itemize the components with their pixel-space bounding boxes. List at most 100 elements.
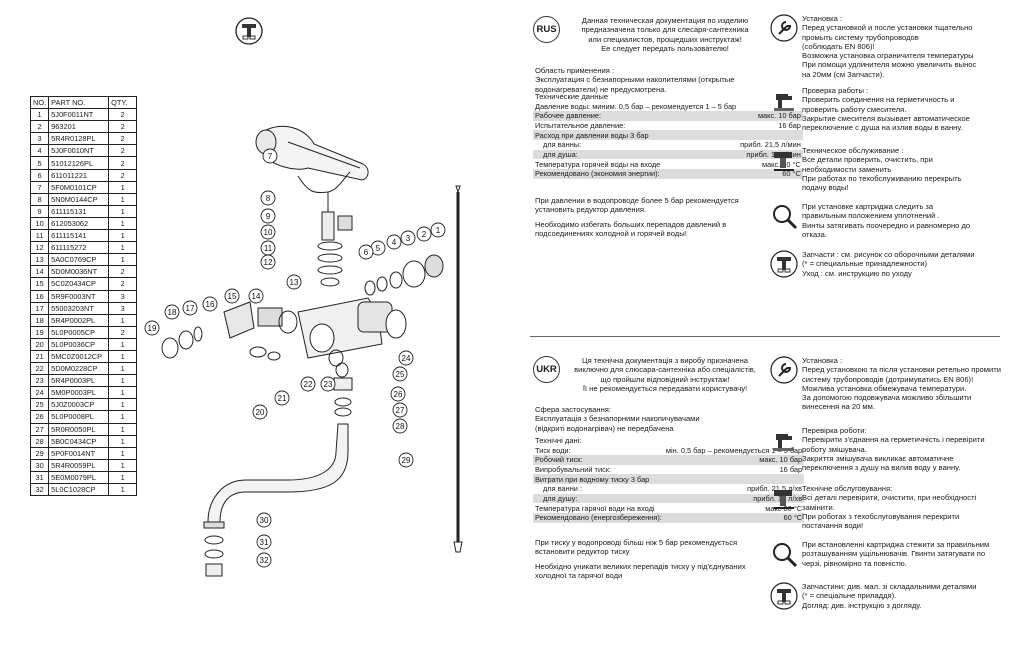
faucet-icon — [774, 434, 794, 451]
callout-number: 6 — [364, 248, 369, 257]
part-quantity: 1 — [108, 398, 138, 412]
part-code: 55003203NT — [48, 301, 110, 315]
callout-number: 5 — [376, 244, 381, 253]
part-quantity: 1 — [108, 216, 138, 231]
callout-number: 8 — [266, 194, 271, 203]
magnifier-icon — [773, 543, 798, 568]
col-qty: QTY. — [108, 95, 138, 110]
callout-31: 31 — [256, 534, 272, 550]
callout-7: 7 — [262, 148, 278, 164]
callout-number: 20 — [256, 408, 265, 417]
part-quantity: 2 — [108, 144, 138, 158]
part-code: 611115141 — [48, 229, 110, 243]
part-code: 5D0M0036NT — [48, 265, 110, 279]
rus-tech-table: Давление воды: миним. 0,5 бар – рекоменд… — [533, 101, 803, 179]
callout-28: 28 — [392, 418, 408, 434]
part-quantity: 1 — [108, 410, 138, 424]
part-number-index: 19 — [29, 325, 50, 339]
part-code: 611011221 — [48, 168, 110, 182]
magnifier-icon — [773, 205, 798, 230]
part-code: 5R4P0002PL — [48, 313, 110, 327]
parts-table-header: NO. PART NO. QTY. — [29, 95, 138, 110]
callout-number: 25 — [396, 370, 405, 379]
callout-11: 11 — [260, 240, 276, 256]
tech-label: Випробувальний тиск: — [535, 464, 612, 474]
part-quantity: 2 — [108, 132, 138, 146]
callout-9: 9 — [260, 208, 276, 224]
tech-label: Робочий тиск: — [533, 454, 664, 465]
tech-value: макс. 10 бар — [738, 110, 803, 121]
callout-number: 14 — [252, 292, 261, 301]
section-line: Закрытие смесителя вызывает автоматическ… — [802, 113, 970, 123]
part-number-index: 31 — [29, 470, 50, 485]
part-code: 5C0Z0434CP — [48, 277, 110, 291]
callout-14: 14 — [248, 288, 264, 304]
section-text: Проверка работы :Проверить соединения на… — [802, 86, 1014, 132]
section-title: Технічне обслуговування: — [802, 484, 893, 493]
tech-row: для ванни :прибл. 21,5 л/хв — [533, 484, 804, 494]
part-code: 51012126PL — [48, 156, 110, 170]
part-code: 5A0C0769CP — [48, 253, 110, 267]
callout-number: 21 — [278, 394, 287, 403]
part-code: 5L0P0008PL — [48, 410, 110, 424]
part-quantity: 1 — [108, 204, 138, 218]
tech-label: для ванни : — [543, 484, 583, 494]
callout-number: 31 — [260, 538, 269, 547]
callout-number: 2 — [422, 230, 427, 239]
callout-number: 16 — [206, 300, 215, 309]
part-number-index: 22 — [29, 362, 50, 376]
callout-29: 29 — [398, 452, 414, 468]
part-quantity: 1 — [108, 362, 138, 376]
callout-32: 32 — [256, 552, 272, 568]
callout-21: 21 — [274, 390, 290, 406]
part-code: 5E0M0079PL — [48, 470, 110, 485]
callout-number: 22 — [304, 380, 313, 389]
tech-row: Випробувальний тиск: 16 бар — [533, 465, 804, 475]
part-quantity: 1 — [108, 458, 138, 472]
part-number-index: 7 — [29, 180, 50, 194]
callout-number: 23 — [324, 380, 333, 389]
callout-16: 16 — [202, 296, 218, 312]
part-code: 5R9F0003NT — [48, 289, 110, 303]
tech-value: 16 бар — [779, 464, 803, 474]
tech-label: для ванны: — [543, 140, 582, 150]
wrench-icon — [770, 14, 798, 42]
tech-label: Рекомендовано (енергозбереження): — [533, 513, 664, 523]
part-code: 5R0R0050PL — [48, 422, 110, 436]
callout-26: 26 — [390, 386, 406, 402]
tech-label: Рабочее давление: — [533, 110, 739, 121]
section-title: Проверка работы : — [802, 86, 869, 95]
section-line: (* = спеціальне приладдя). — [802, 591, 897, 601]
part-number-index: 2 — [29, 120, 50, 134]
part-quantity: 2 — [108, 108, 138, 122]
section-line: (соблюдать EN 806)! — [802, 41, 875, 51]
part-number-index: 25 — [29, 398, 50, 412]
maintenance-icon — [774, 152, 794, 171]
callout-1: 1 — [430, 222, 446, 238]
section-text: Установка :Перед установкой и после уста… — [802, 14, 1014, 79]
ukr-tech-table: Тиск води:мін. 0,5 бар – рекомендується … — [533, 445, 805, 523]
tech-row: для душу:прибл. 18 л/хв — [533, 493, 805, 504]
section-line: Перед установкою та після установки рете… — [802, 365, 1001, 375]
section-title: Установка : — [802, 14, 843, 23]
section-line: правильным положением уплотнений . — [802, 211, 940, 221]
callout-19: 19 — [144, 320, 160, 336]
part-code: 5R4R0059PL — [48, 458, 110, 472]
callout-number: 15 — [228, 292, 237, 301]
section-text: Технічне обслуговування:Всі деталі перев… — [802, 484, 1014, 530]
spare-parts-icon — [770, 582, 798, 610]
section-line: Винты затягивать поочередно и равномерно… — [802, 220, 971, 230]
callout-22: 22 — [300, 376, 316, 392]
callout-number: 4 — [392, 238, 397, 247]
part-number-index: 15 — [29, 277, 50, 291]
